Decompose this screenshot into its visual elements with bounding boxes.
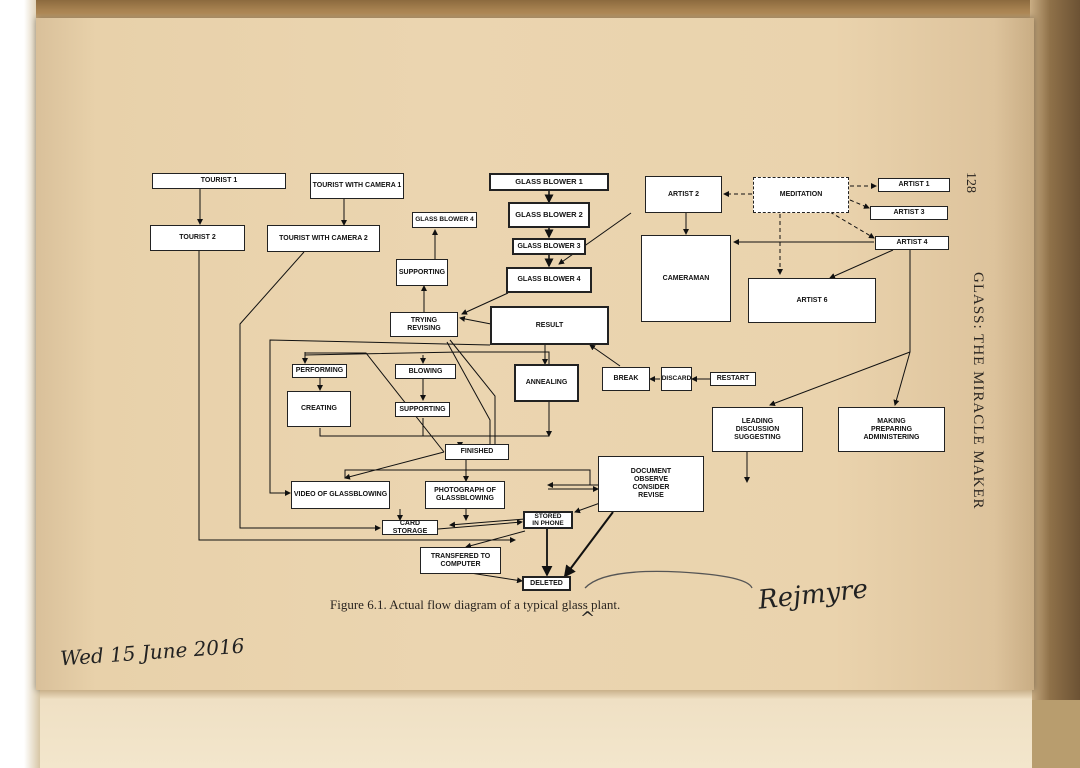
artist-1-node: ARTIST 1 <box>878 178 950 192</box>
page-top-edge <box>36 0 1034 22</box>
annealing-node: ANNEALING <box>514 364 579 402</box>
document-observe-node: DOCUMENT OBSERVE CONSIDER REVISE <box>598 456 704 512</box>
glass-blower-3-node: GLASS BLOWER 3 <box>512 238 586 255</box>
tourist-2-node: TOURIST 2 <box>150 225 245 251</box>
glass-blower-1-node: GLASS BLOWER 1 <box>489 173 609 191</box>
figure-caption: Figure 6.1. Actual flow diagram of a typ… <box>330 597 621 612</box>
trying-revising-node: TRYING REVISING <box>390 312 458 337</box>
glass-blower-2-node: GLASS BLOWER 2 <box>508 202 590 228</box>
artist-4-node: ARTIST 4 <box>875 236 949 250</box>
transfered-to-computer-node: TRANSFERED TO COMPUTER <box>420 547 501 574</box>
video-of-glassblowing-node: VIDEO OF GLASSBLOWING <box>291 481 390 509</box>
glass-blower-4-small-node: GLASS BLOWER 4 <box>412 212 477 228</box>
handwritten-caret: ^ <box>580 608 596 629</box>
glass-blower-4-node: GLASS BLOWER 4 <box>506 267 592 293</box>
making-preparing-node: MAKING PREPARING ADMINISTERING <box>838 407 945 452</box>
page-number: 128 <box>963 172 978 193</box>
artist-6-node: ARTIST 6 <box>748 278 876 323</box>
creating-node: CREATING <box>287 391 351 427</box>
stored-in-phone-node: STORED IN PHONE <box>523 511 573 529</box>
performing-node: PERFORMING <box>292 364 347 378</box>
running-head: GLASS: THE MIRACLE MAKER <box>970 272 986 510</box>
discard-node: DISCARD <box>661 367 692 391</box>
book-spine <box>1030 0 1080 700</box>
supporting-mid-node: SUPPORTING <box>395 402 450 417</box>
tourist-with-camera-2-node: TOURIST WITH CAMERA 2 <box>267 225 380 252</box>
artist-3-node: ARTIST 3 <box>870 206 948 220</box>
card-storage-node: CARD STORAGE <box>382 520 438 535</box>
result-node: RESULT <box>490 306 609 345</box>
artist-2-node: ARTIST 2 <box>645 176 722 213</box>
handwritten-curve <box>584 570 753 589</box>
cameraman-node: CAMERAMAN <box>641 235 731 322</box>
supporting-top-node: SUPPORTING <box>396 259 448 286</box>
photograph-of-glassblowing-node: PHOTOGRAPH OF GLASSBLOWING <box>425 481 505 509</box>
adjacent-page-edge <box>0 0 40 768</box>
meditation-node: MEDITATION <box>753 177 849 213</box>
leading-discussion-node: LEADING DISCUSSION SUGGESTING <box>712 407 803 452</box>
deleted-node: DELETED <box>522 576 571 591</box>
tourist-with-camera-1-node: TOURIST WITH CAMERA 1 <box>310 173 404 199</box>
finished-node: FINISHED <box>445 444 509 460</box>
tourist-1-node: TOURIST 1 <box>152 173 286 189</box>
break-node: BREAK <box>602 367 650 391</box>
next-page <box>40 690 1032 768</box>
restart-node: RESTART <box>710 372 756 386</box>
blowing-node: BLOWING <box>395 364 456 379</box>
